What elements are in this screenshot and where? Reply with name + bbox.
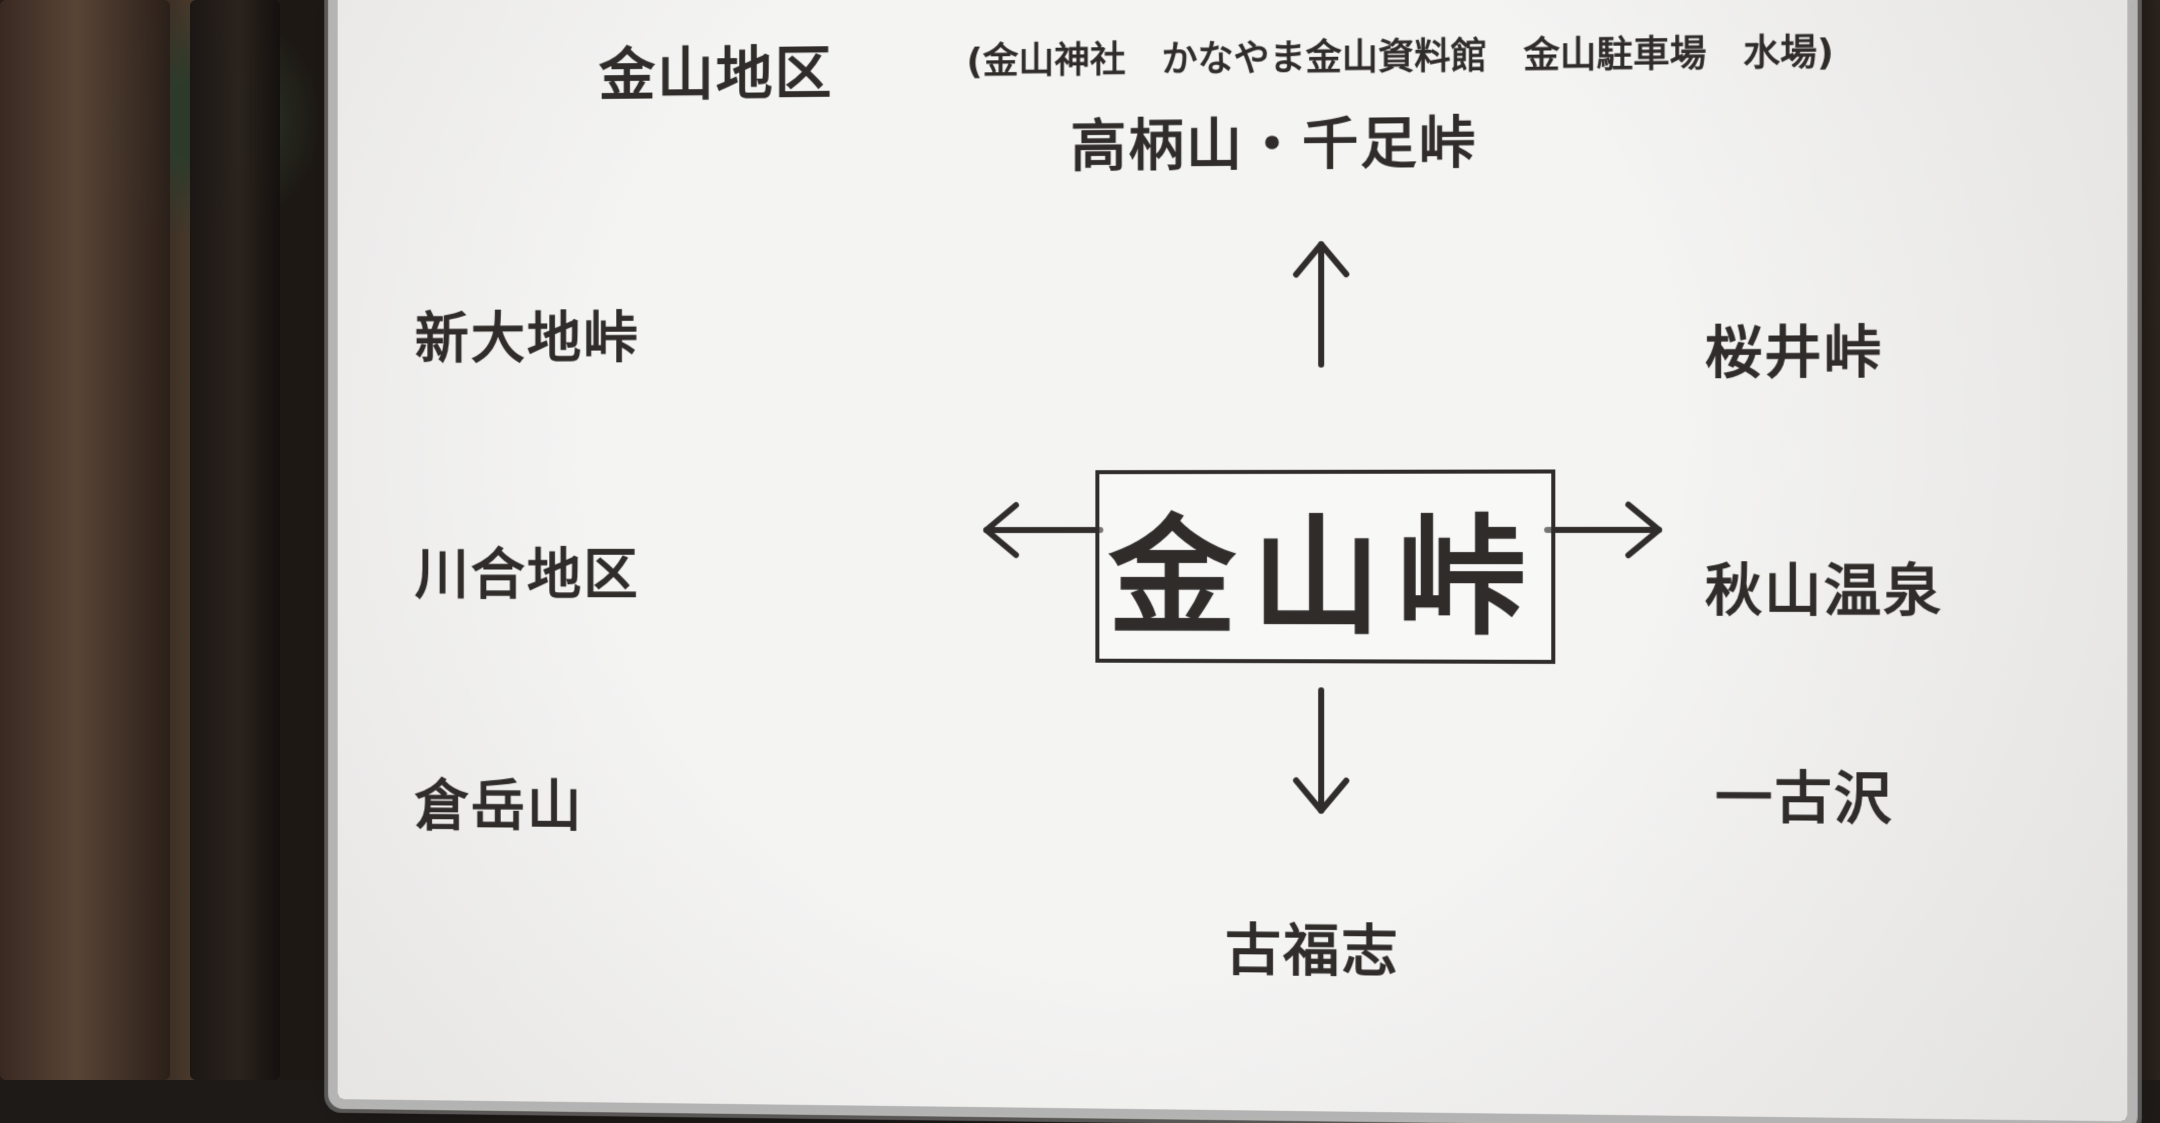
tree-trunk bbox=[2130, 0, 2160, 1080]
dest-bottom-left: 倉岳山 bbox=[415, 761, 584, 842]
right-arrow-icon bbox=[1547, 505, 1659, 555]
dest-north: 高柄山・千足峠 bbox=[1071, 97, 1478, 182]
tree-trunk bbox=[190, 0, 280, 1080]
tree-trunk bbox=[0, 0, 170, 1080]
dest-bottom-right: 一古沢 bbox=[1715, 752, 1893, 835]
down-arrow-icon bbox=[1296, 690, 1346, 811]
sign-subheader: (金山神社 かなやま金山資料館 金山駐車場 水場) bbox=[967, 23, 1834, 84]
dest-left: 川合地区 bbox=[415, 530, 640, 610]
dest-right: 秋山温泉 bbox=[1705, 545, 1943, 627]
current-location-box: 金山峠 bbox=[1095, 469, 1555, 663]
sign-header: 金山地区 bbox=[599, 26, 834, 112]
dest-top-right: 桜井峠 bbox=[1705, 307, 1883, 390]
dest-south: 古福志 bbox=[1225, 905, 1400, 988]
up-arrow-icon bbox=[1296, 244, 1346, 365]
left-arrow-icon bbox=[986, 505, 1100, 555]
current-location-name: 金山峠 bbox=[1108, 474, 1542, 660]
trail-signboard: 金山地区 (金山神社 かなやま金山資料館 金山駐車場 水場) N 高柄山・千足峠… bbox=[338, 0, 2128, 1121]
dest-top-left: 新大地峠 bbox=[415, 293, 640, 374]
